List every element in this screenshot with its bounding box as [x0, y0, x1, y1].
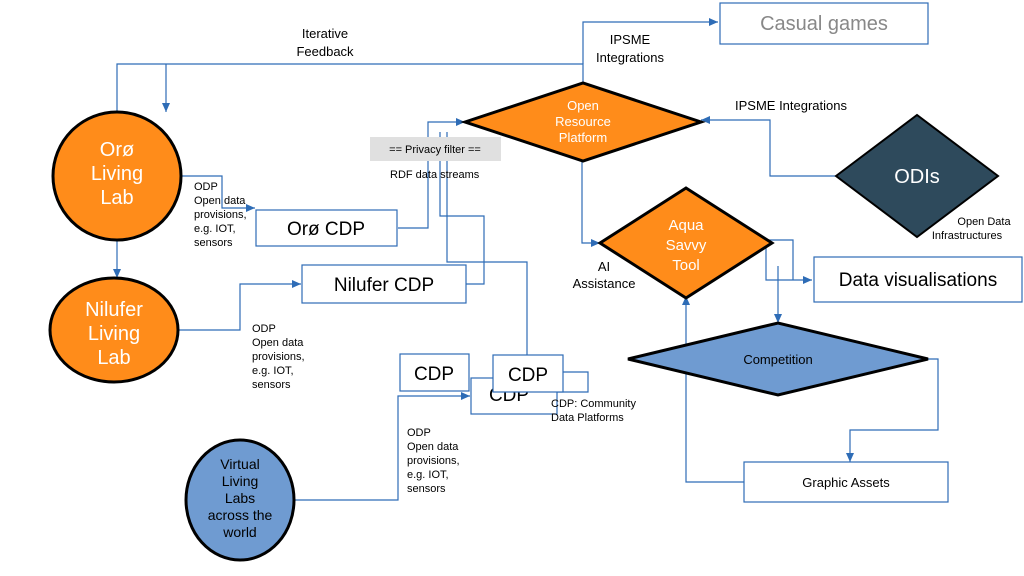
odp1-line-4: e.g. IOT,	[194, 223, 236, 235]
competition-to-assets-line	[846, 358, 939, 462]
competition-node[interactable]: Competition	[627, 321, 929, 397]
iterative-label-1: Iterative	[302, 26, 348, 41]
oro-cdp-box[interactable]: Orø CDP	[255, 209, 398, 247]
odp3-line-1: ODP	[407, 427, 431, 439]
odp2-line-3: provisions,	[252, 351, 305, 363]
aqua-savvy-tool[interactable]: Aqua Savvy Tool	[597, 186, 775, 300]
odp3-line-3: provisions,	[407, 455, 460, 467]
odp1-line-1: ODP	[194, 181, 218, 193]
oro-lab-label-3: Lab	[100, 187, 133, 209]
free-labels: Iterative Feedback IPSME Integrations IP…	[194, 26, 1011, 495]
odp1-line-2: Open data	[194, 195, 246, 207]
data-vis-label: Data visualisations	[839, 270, 997, 291]
open-resource-platform[interactable]: Open Resource Platform	[460, 81, 706, 163]
aqua-label-3: Tool	[672, 257, 700, 274]
odp3-line-4: e.g. IOT,	[407, 469, 449, 481]
platform-to-aqua-line	[581, 162, 600, 247]
odp2-line-2: Open data	[252, 337, 304, 349]
oro-cdp-label: Orø CDP	[287, 219, 365, 240]
ipsme-right-label: IPSME Integrations	[735, 98, 847, 113]
odp1-line-3: provisions,	[194, 209, 247, 221]
casual-games-label: Casual games	[760, 13, 888, 35]
odis-label: ODIs	[894, 166, 940, 188]
oro-lab-label-1: Orø	[100, 139, 134, 161]
platform-label-3: Platform	[559, 130, 607, 145]
nilufer-cdp-label: Nilufer CDP	[334, 275, 434, 296]
cdp-box-front[interactable]: CDP	[492, 354, 564, 393]
oro-cdp-to-platform-line	[398, 118, 465, 229]
data-visualisations-box[interactable]: Data visualisations	[813, 256, 1023, 303]
platform-label-1: Open	[567, 98, 599, 113]
privacy-filter-label: == Privacy filter ==	[389, 144, 481, 156]
ai-label-1: AI	[598, 259, 610, 274]
ipsme-top-label-1: IPSME	[610, 32, 651, 47]
odis-node[interactable]: ODIs	[834, 113, 1000, 239]
virtual-label-5: world	[222, 524, 256, 540]
odp1-line-5: sensors	[194, 237, 233, 249]
nilufer-lab-label-1: Nilufer	[85, 299, 143, 321]
odp3-line-5: sensors	[407, 483, 446, 495]
aqua-label-1: Aqua	[668, 217, 704, 234]
rdf-label: RDF data streams	[390, 169, 480, 181]
nilufer-lab-label-2: Living	[88, 323, 140, 345]
cdp-link-line	[557, 371, 589, 393]
odi-caption-2: Infrastructures	[932, 230, 1003, 242]
oro-to-oro-cdp-line	[178, 175, 255, 212]
oro-lab-label-2: Living	[91, 163, 143, 185]
virtual-label-3: Labs	[225, 490, 255, 506]
cdp-label-front: CDP	[508, 365, 548, 386]
casual-games-box[interactable]: Casual games	[719, 2, 929, 45]
virtual-label-1: Virtual	[220, 456, 259, 472]
virtual-label-4: across the	[208, 507, 273, 523]
ipsme-top-label-2: Integrations	[596, 50, 664, 65]
nilufer-living-lab[interactable]: Nilufer Living Lab	[48, 276, 180, 384]
cdp-caption-2: Data Platforms	[551, 412, 624, 424]
ai-label-2: Assistance	[573, 276, 636, 291]
oro-living-lab[interactable]: Orø Living Lab	[51, 110, 183, 242]
odi-caption-1: Open Data	[957, 216, 1011, 228]
iterative-label-2: Feedback	[296, 44, 354, 59]
competition-label: Competition	[743, 352, 812, 367]
assets-to-aqua-line	[682, 296, 744, 483]
cdp-label-left: CDP	[414, 364, 454, 385]
ipsme-line-casual-games	[582, 18, 718, 64]
nilufer-cdp-box[interactable]: Nilufer CDP	[301, 264, 467, 304]
odp3-line-2: Open data	[407, 441, 459, 453]
cdp-box-left[interactable]: CDP	[399, 353, 470, 392]
privacy-filter-box: == Privacy filter ==	[370, 137, 501, 161]
odp2-line-4: e.g. IOT,	[252, 365, 294, 377]
platform-label-2: Resource	[555, 114, 611, 129]
odp2-line-5: sensors	[252, 379, 291, 391]
cdp-caption-1: CDP: Community	[551, 398, 636, 410]
nilufer-lab-to-cdp-line	[178, 280, 301, 331]
nilufer-lab-label-3: Lab	[97, 347, 130, 369]
odp2-line-1: ODP	[252, 323, 276, 335]
graphic-assets-box[interactable]: Graphic Assets	[743, 461, 949, 503]
virtual-living-labs[interactable]: Virtual Living Labs across the world	[184, 438, 296, 562]
graphic-assets-label: Graphic Assets	[802, 475, 890, 490]
virtual-to-cdp-line	[286, 392, 470, 501]
odi-to-platform-line	[701, 116, 836, 177]
aqua-label-2: Savvy	[666, 237, 707, 254]
aqua-to-datavis-line	[752, 247, 812, 284]
virtual-label-2: Living	[222, 473, 259, 489]
cdp-to-platform-line	[446, 132, 528, 355]
nilufer-cdp-to-platform-line	[439, 132, 485, 285]
